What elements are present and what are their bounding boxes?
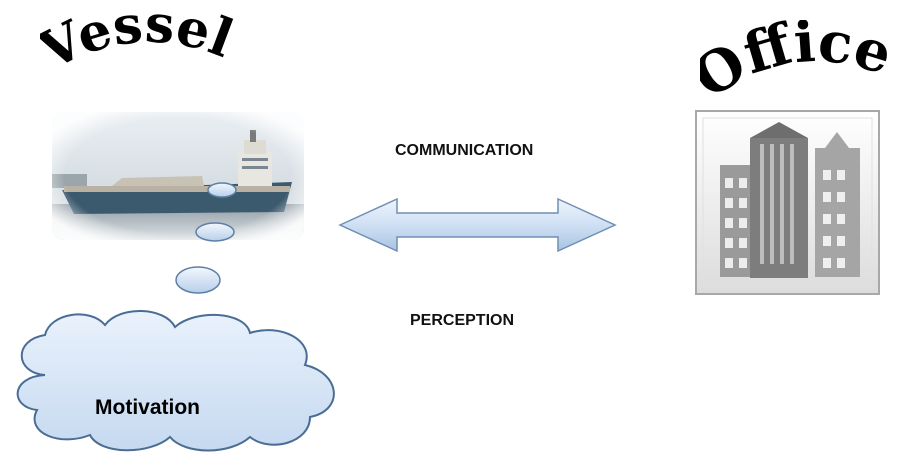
thought-bubble-large xyxy=(175,266,221,294)
communication-label: COMMUNICATION xyxy=(395,142,534,159)
double-arrow xyxy=(338,197,617,253)
motivation-cloud xyxy=(16,310,335,452)
office-building-icon xyxy=(695,110,880,295)
perception-label: PERCEPTION xyxy=(410,312,515,329)
thought-bubble-medium xyxy=(195,222,235,242)
motivation-label: Motivation xyxy=(95,396,200,419)
thought-bubble-small xyxy=(207,182,237,198)
vessel-title: Vessel xyxy=(40,10,241,82)
ship-image xyxy=(52,112,304,240)
office-title: Office xyxy=(700,20,900,110)
